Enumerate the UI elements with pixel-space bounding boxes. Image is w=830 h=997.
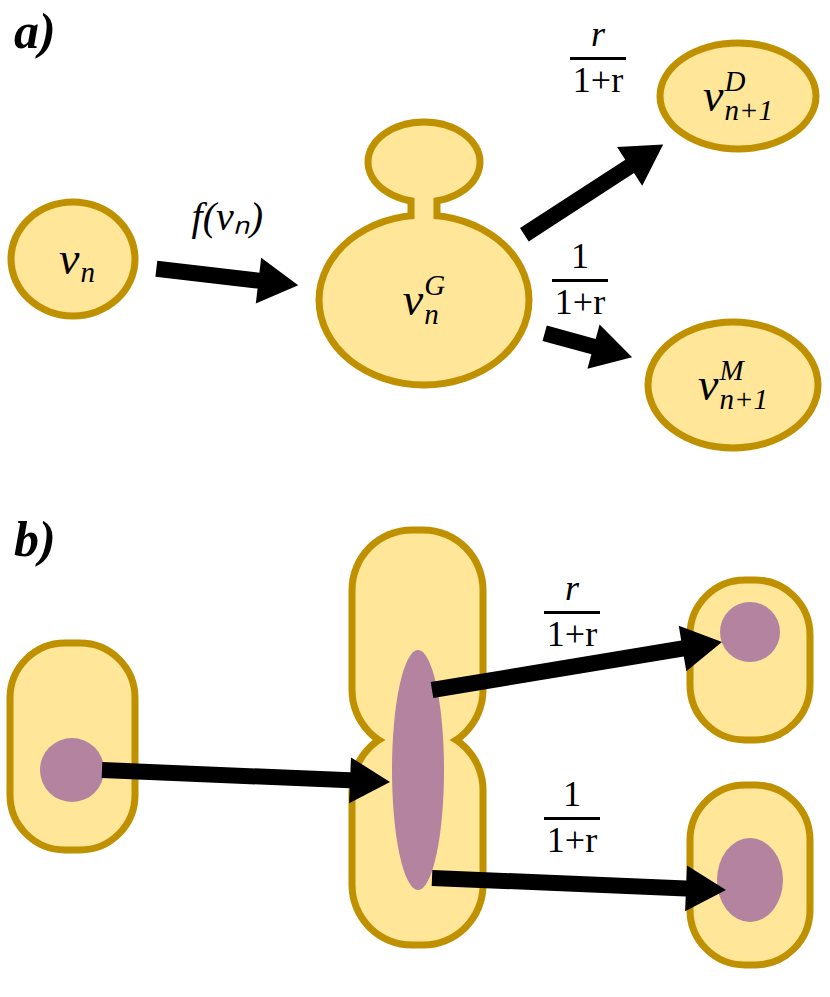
numerator: 1 — [568, 238, 592, 276]
numerator: 1 — [560, 776, 584, 814]
bud-neck — [415, 188, 434, 228]
denominator: 1+r — [570, 62, 626, 100]
index-stack: Mn+1 — [719, 356, 768, 414]
panel-label: a) — [14, 6, 56, 56]
rod-cell — [10, 643, 135, 850]
cell-shape — [316, 212, 533, 389]
flow-arrow — [155, 258, 298, 304]
subscript: n — [424, 300, 445, 329]
variable: v — [59, 236, 79, 282]
budding-cell: vGn — [316, 118, 534, 388]
division-arrow — [102, 757, 390, 803]
cell-node: vn — [7, 198, 139, 320]
numerator: r — [588, 16, 608, 54]
fraction-bar — [552, 279, 608, 282]
variable: v — [698, 362, 718, 408]
cell-shape — [645, 319, 822, 452]
cell-shape — [664, 47, 813, 146]
denominator: 1+r — [544, 616, 600, 654]
probability-fraction: r 1+r — [570, 16, 626, 100]
nucleus — [720, 602, 780, 662]
arrow-shape — [543, 325, 633, 369]
arrow-shape — [520, 145, 663, 242]
index-stack: Dn+1 — [724, 67, 773, 125]
flow-arrow — [520, 145, 663, 242]
cell-label: vGn — [403, 271, 445, 329]
probability-fraction: 11+r — [552, 238, 608, 322]
fraction-bar — [544, 817, 600, 820]
nucleus — [40, 738, 104, 802]
denominator: 1+r — [552, 284, 608, 322]
daughter-cell — [690, 785, 810, 965]
nucleus — [717, 838, 783, 922]
index-stack: n — [80, 232, 95, 287]
cell-node: vMn+1 — [644, 318, 822, 452]
superscript: D — [724, 67, 773, 96]
cell-label: vMn+1 — [698, 356, 768, 414]
cell-node: vDn+1 — [657, 40, 819, 152]
arrow-shape — [155, 258, 298, 304]
index-stack: Gn — [424, 271, 445, 329]
cell-label: vDn+1 — [703, 67, 773, 125]
variable: v — [703, 73, 723, 119]
subscript: n+1 — [719, 385, 768, 414]
edge-label: f(vₙ) — [192, 197, 264, 237]
numerator: r — [562, 570, 582, 608]
daughter-cell — [690, 580, 810, 740]
cell-shape — [8, 199, 139, 320]
cell-shape — [657, 40, 820, 153]
fraction-bar — [570, 57, 626, 60]
fraction-bar — [544, 611, 600, 614]
cell-shape — [372, 126, 477, 199]
cell-shape — [15, 206, 132, 313]
superscript: M — [719, 356, 768, 385]
denominator: 1+r — [544, 822, 600, 860]
division-arrow — [432, 865, 726, 911]
panel-label: b) — [14, 514, 56, 564]
superscript: G — [424, 271, 445, 300]
cell-outline — [316, 118, 534, 388]
flow-arrow — [543, 325, 633, 369]
cell-shape — [323, 219, 526, 382]
probability-fraction: 11+r — [544, 776, 600, 860]
probability-fraction: r 1+r — [544, 570, 600, 654]
subscript: n+1 — [724, 96, 773, 125]
subscript: n — [80, 258, 95, 287]
cell-label: vn — [59, 232, 95, 287]
cell-shape — [652, 326, 815, 445]
variable: v — [403, 277, 423, 323]
